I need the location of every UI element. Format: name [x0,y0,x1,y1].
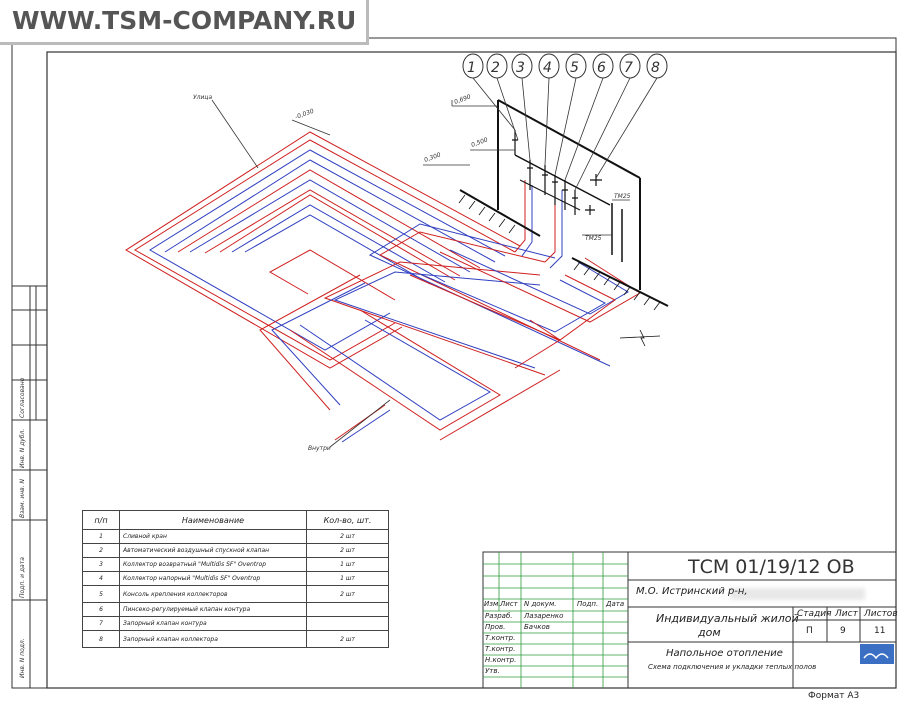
label-street: Улица [193,94,212,101]
company-logo [860,644,894,664]
side-stamp-agreed: Согласовано [19,377,26,418]
col-header-doc: N докум. [524,600,557,608]
spec-table-header: п/п Наименование Кол-во, шт. [82,510,389,530]
col-header-sheet: Лист [500,600,518,608]
level-leaders [423,100,630,236]
row-name: Запорный клапан контура [119,616,307,631]
col-header-change: Изм. [484,600,501,608]
level-300: 0,300 [423,151,442,164]
name-developer: Лазаренко [524,612,564,620]
row-num: 1 [82,529,120,544]
row-qty [306,602,389,617]
label-inside: Внутри [308,445,331,452]
side-stamp-sign: Подп. и дата [19,557,26,598]
col-header-sign: Подп. [577,600,599,608]
stage-label: Стадия [797,609,832,619]
row-qty: 1 шт [306,557,389,572]
side-stamp [12,285,47,688]
loop-front [259,223,641,443]
row-num: 4 [82,571,120,586]
callout-6: 6 [597,60,606,76]
row-qty: 1 шт [306,571,389,586]
row-name: Коллектор возвратный "Multidis SF" Ovent… [119,557,307,572]
role-approved: Утв. [485,667,500,675]
role-developer: Разраб. [485,612,513,620]
sheet-label: Лист [835,609,858,619]
redacted-address [730,588,865,600]
object-line-2: дом [698,626,721,639]
section-title: Напольное отопление [666,648,783,659]
row-qty [306,616,389,631]
inner-frame [46,51,897,689]
stage-value: П [806,626,813,636]
level-500: 0,500 [470,136,489,149]
title-block-grid [483,552,628,688]
row-qty: 2 шт [306,543,389,558]
role-ncontrol: Н.контр. [485,656,517,664]
object-line-1: Индивидуальный жилой [656,612,799,625]
header-name: Наименование [119,510,307,530]
pipe-label-2: TM25 [585,235,602,242]
role-checked: Пров. [485,623,506,631]
callout-1: 1 [467,60,476,76]
callout-3: 3 [516,60,525,76]
side-stamp-orig: Инв. N подл. [19,638,26,678]
row-name: Автоматический воздушный спускной клапан [119,543,307,558]
sheets-label: Листов [864,609,898,619]
row-num: 8 [82,630,120,648]
callout-leaders [211,77,658,448]
name-checked: Бачков [524,623,550,631]
callout-2: 2 [491,60,500,76]
callout-5: 5 [570,60,579,76]
paper-format: Формат А3 [808,691,860,701]
callout-8: 8 [651,60,660,76]
row-qty: 2 шт [306,585,389,603]
heating-loop-diagram [125,131,641,443]
role-tcontrol-2: Т.контр. [485,645,516,653]
pipe-label-1: TM25 [614,193,631,200]
row-name: Сливной кран [119,529,307,544]
level-690: 0,690 [453,93,472,106]
row-name: Консоль крепления коллекторов [119,585,307,603]
location: М.О. Истринский р-н, [636,586,748,597]
loop-back [125,131,521,369]
collector-assembly [458,99,669,347]
row-num: 2 [82,543,120,558]
header-num: п/п [82,510,120,530]
header-qty: Кол-во, шт. [306,510,389,530]
callout-markers [462,53,668,79]
callout-7: 7 [624,60,633,76]
row-num: 5 [82,585,120,603]
row-name: Запорный клапан коллектора [119,630,307,648]
sheet-value: 9 [840,626,846,636]
row-name: Пинсеко-регулируемый клапан контура [119,602,307,617]
row-qty: 2 шт [306,529,389,544]
sheet-title: Схема подключения и укладки теплых полов [648,663,817,671]
side-stamp-dup: Инв. N дубл. [19,429,26,468]
col-header-date: Дата [606,600,625,608]
row-num: 6 [82,602,120,617]
side-stamp-replace: Взам. инв. N [19,479,26,518]
title-block-lines [482,551,897,689]
row-num: 3 [82,557,120,572]
row-name: Коллектор напорный "Multidis SF" Oventro… [119,571,307,586]
drawing-code: ТСМ 01/19/12 ОВ [688,556,855,578]
level-top: -0,030 [294,108,315,121]
callout-4: 4 [543,60,552,76]
row-num: 7 [82,616,120,631]
sheets-value: 11 [874,626,886,636]
row-qty: 2 шт [306,630,389,648]
role-tcontrol-1: Т.контр. [485,634,516,642]
site-watermark: WWW.TSM-COMPANY.RU [0,0,370,45]
